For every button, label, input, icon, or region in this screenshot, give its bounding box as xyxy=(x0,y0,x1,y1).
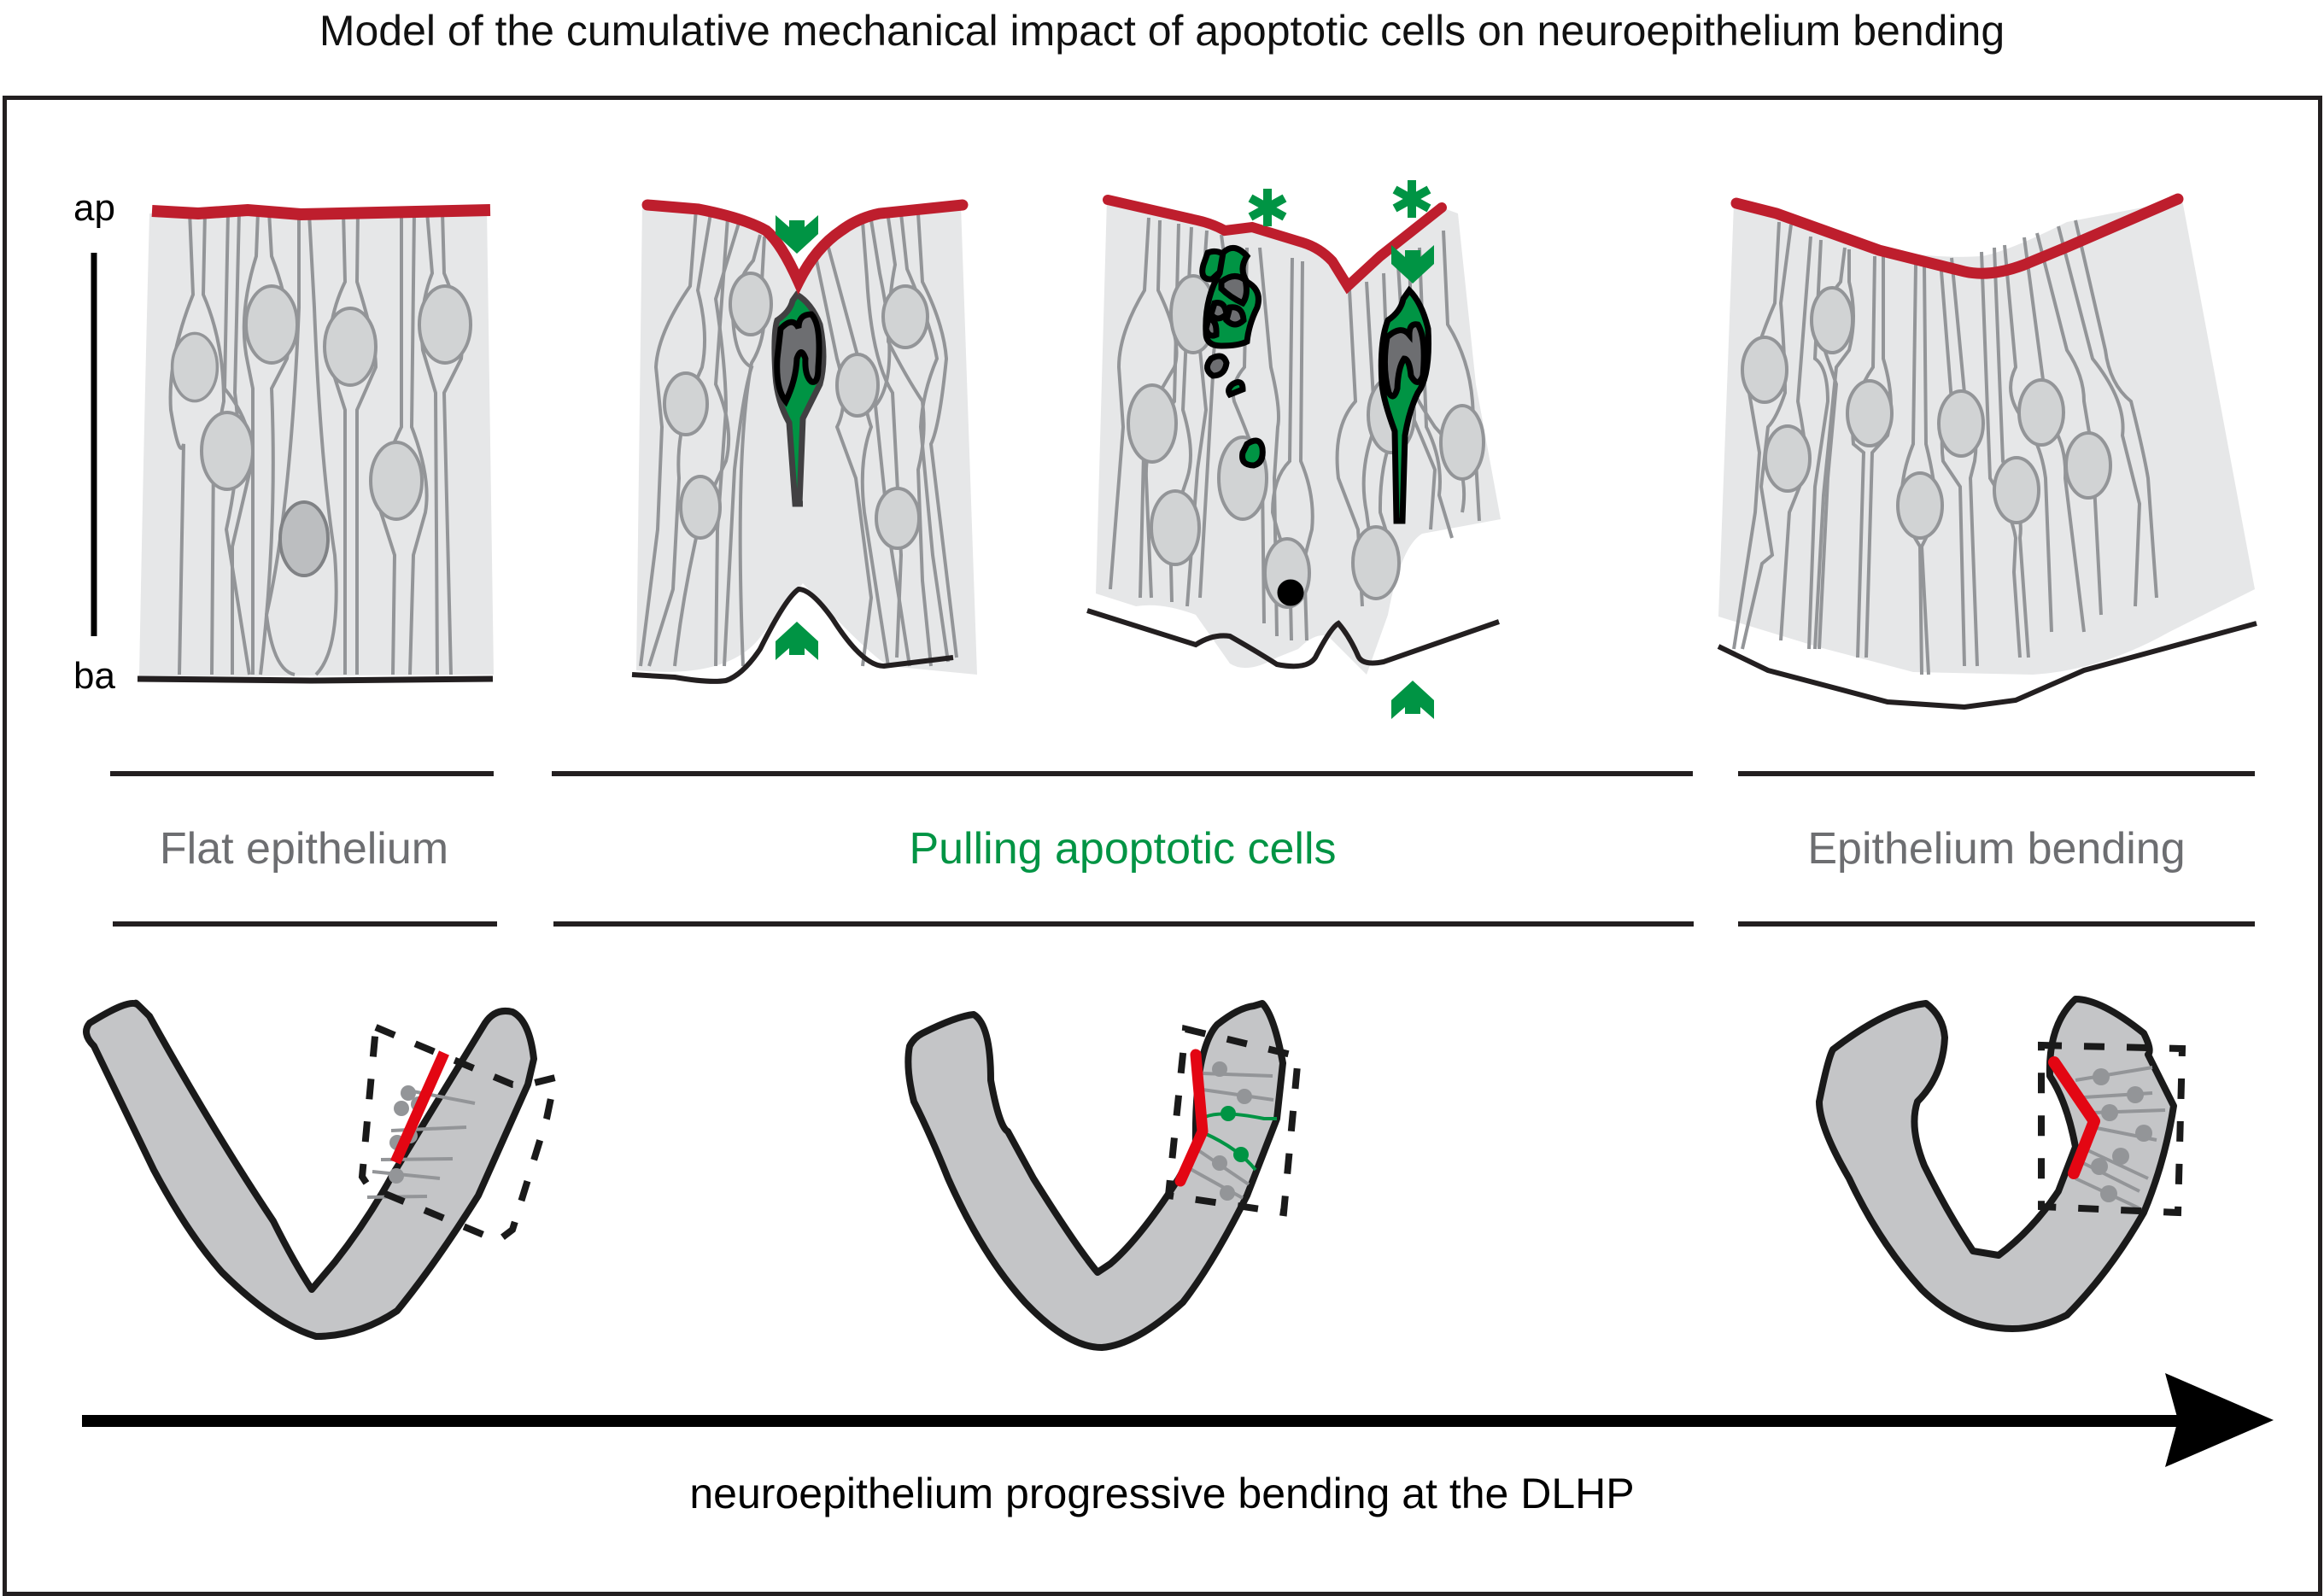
panel-epithelium-bending xyxy=(1717,193,2257,710)
panel-flat-epithelium xyxy=(137,203,494,684)
neural-tube-pulling xyxy=(904,1000,1302,1351)
apical-surface xyxy=(1103,195,1447,295)
stage-label-pulling: Pulling apoptotic cells xyxy=(909,824,1337,874)
force-arrow-basal-icon xyxy=(1391,681,1434,719)
nuclei xyxy=(170,284,472,577)
progress-arrow xyxy=(82,1373,2274,1467)
apoptotic-cell xyxy=(1378,285,1431,524)
inset-box xyxy=(1164,1025,1302,1217)
apical-line xyxy=(2048,1056,2100,1179)
basal-surface xyxy=(1086,608,1500,669)
basal-surface xyxy=(137,675,494,684)
apical-line xyxy=(1174,1049,1209,1187)
apical-surface xyxy=(641,199,969,295)
stage-label-flat: Flat epithelium xyxy=(159,824,449,874)
apical-label: ap xyxy=(73,187,115,229)
basal-surface xyxy=(631,586,954,684)
inset-box xyxy=(358,1022,560,1245)
apical-surface xyxy=(1730,193,2184,279)
asterisk-icon xyxy=(1250,189,1285,226)
apical-surface xyxy=(151,203,491,221)
force-arrow-basal-icon xyxy=(776,622,818,660)
inset-box xyxy=(2038,1041,2186,1217)
nuclei xyxy=(1741,286,2112,540)
stage-label-bending: Epithelium bending xyxy=(1807,824,2186,874)
apoptotic-cell-fragmented xyxy=(1199,244,1304,606)
neural-tube-flat xyxy=(83,999,560,1340)
apical-line xyxy=(390,1050,449,1165)
stage-dividers xyxy=(110,771,2255,927)
apoptotic-cell xyxy=(771,290,827,507)
nuclei xyxy=(663,272,929,550)
panel-pulling-single xyxy=(631,199,977,684)
basal-label: ba xyxy=(73,655,115,697)
arrowhead-icon xyxy=(2165,1373,2274,1467)
figure-title: Model of the cumulative mechanical impac… xyxy=(319,7,2005,55)
panel-pulling-cumulative xyxy=(1086,180,1501,719)
asterisk-icon xyxy=(1395,180,1429,218)
neural-tube-bent xyxy=(1816,996,2186,1332)
progress-arrow-label: neuroepithelium progressive bending at t… xyxy=(689,1470,1635,1517)
basal-surface xyxy=(1717,621,2257,710)
